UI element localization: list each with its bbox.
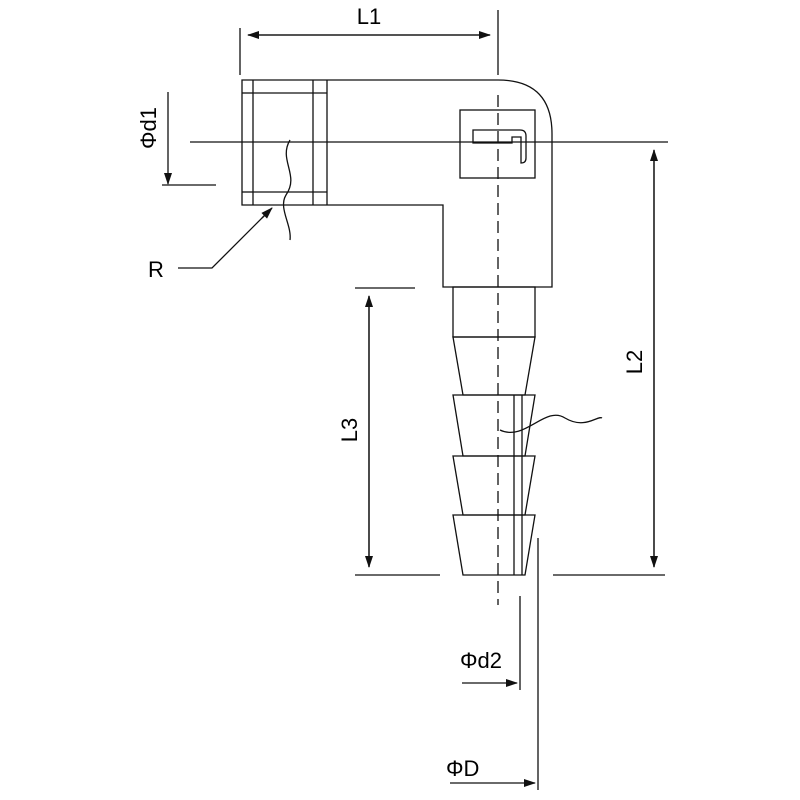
dimension-label-d2: Φd2 [460,648,502,673]
dimension-l3: L3 [337,287,440,576]
dimension-d1: Φd1 [136,92,216,186]
barb-stem [452,286,603,576]
dimension-label-l3: L3 [337,418,362,442]
callout-label-r: R [148,257,164,282]
center-lines [190,95,668,605]
callout-r: R [148,207,273,282]
dimension-label-l2: L2 [622,350,647,374]
dimension-D: ΦD [446,538,539,790]
dimension-d2: Φd2 [460,596,521,690]
elbow-body [241,79,553,288]
dimension-label-l1: L1 [357,4,381,29]
dimension-label-d1: Φd1 [136,107,161,149]
dimension-label-D: ΦD [446,756,479,781]
dimension-l1: L1 [239,4,499,75]
dimension-l2: L2 [553,149,665,576]
